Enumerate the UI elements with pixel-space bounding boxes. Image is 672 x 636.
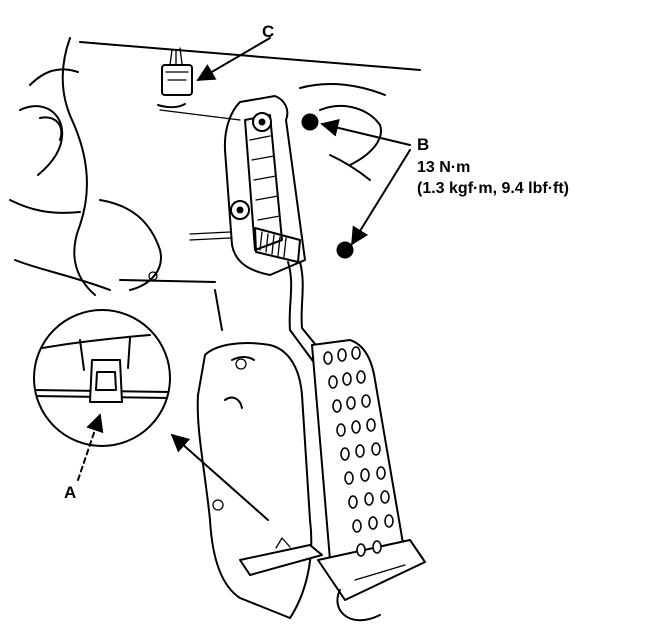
leader-b-lower: [351, 149, 411, 246]
pedal-pad: [311, 339, 426, 622]
leader-b-upper: [320, 119, 411, 146]
leader-c: [196, 37, 271, 81]
clip-detail-magnifier: [33, 309, 171, 447]
torque-spec-nm: 13 N·m: [417, 159, 470, 176]
mounting-nut-lower: [336, 241, 354, 259]
pedal-bracket: [159, 95, 306, 276]
torque-spec-alt-units: (1.3 kgf·m, 9.4 lbf·ft): [417, 180, 569, 197]
floor-panel: [196, 342, 323, 619]
leader-magnifier: [170, 433, 269, 521]
callout-c-label: C: [262, 22, 274, 41]
callout-a-label: A: [64, 483, 76, 502]
dashboard-panel: [9, 37, 421, 331]
connector-c: [157, 47, 193, 109]
callout-b-label: B: [417, 135, 429, 154]
leader-a: [77, 413, 104, 481]
leader-lines: [77, 37, 411, 521]
mounting-nut-upper: [301, 113, 319, 131]
pedal-arm: [287, 261, 329, 369]
